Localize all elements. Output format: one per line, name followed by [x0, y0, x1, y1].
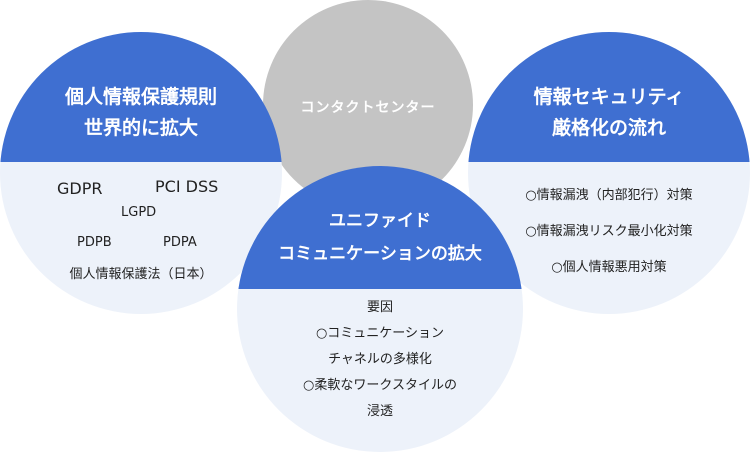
privacy-title-line1: 個人情報保護規則 [64, 86, 217, 108]
uc-title-line2: コミュニケーションの拡大 [278, 244, 482, 264]
privacy-header-band [0, 32, 282, 162]
contact-center-label: コンタクトセンター [300, 100, 436, 116]
uc-body-panel [237, 289, 523, 452]
uc-factor-line3: ○柔軟なワークスタイルの [303, 378, 457, 393]
uc-factor-heading: 要因 [366, 300, 393, 315]
uc-title-line1: ユニファイド [329, 211, 431, 231]
uc-header-band [237, 166, 523, 289]
uc-factor-line2: チャネルの多様化 [328, 352, 432, 367]
uc-factor-line4: 浸透 [366, 404, 393, 419]
regulation-gdpr: GDPR [57, 179, 103, 198]
security-item-insider: ○情報漏洩（内部犯行）対策 [525, 188, 693, 203]
security-header-band [468, 32, 750, 162]
regulation-pdpa: PDPA [163, 235, 197, 250]
privacy-title-line2: 世界的に拡大 [83, 117, 198, 139]
security-circle: 情報セキュリティ 厳格化の流れ ○情報漏洩（内部犯行）対策 ○情報漏洩リスク最小… [468, 32, 750, 314]
privacy-body-panel [0, 162, 282, 314]
regulation-japan-appi: 個人情報保護法（日本） [69, 267, 213, 282]
security-item-misuse: ○個人情報悪用対策 [551, 260, 667, 275]
security-title-line2: 厳格化の流れ [551, 117, 666, 139]
uc-factor-line1: ○コミュニケーション [315, 326, 445, 341]
privacy-regulation-circle: 個人情報保護規則 世界的に拡大 GDPR PCI DSS LGPD PDPB P… [0, 32, 282, 314]
security-title-line1: 情報セキュリティ [533, 86, 685, 108]
security-item-risk: ○情報漏洩リスク最小化対策 [525, 224, 693, 239]
regulation-pdpb: PDPB [77, 235, 112, 250]
unified-communication-circle: ユニファイド コミュニケーションの拡大 要因 ○コミュニケーション チャネルの多… [237, 166, 523, 452]
regulation-lgpd: LGPD [121, 205, 157, 220]
regulation-pci-dss: PCI DSS [155, 177, 219, 196]
